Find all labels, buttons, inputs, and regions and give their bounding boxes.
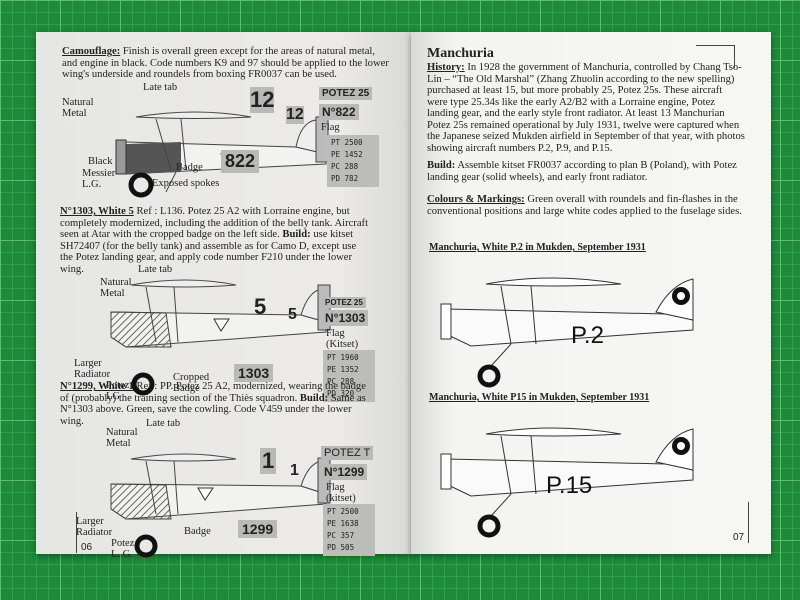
page-number: 07	[729, 502, 750, 543]
code-big: 1	[260, 448, 277, 474]
profile-caption: Manchuria, White P15 in Mukden, Septembe…	[429, 392, 650, 403]
label-black: Black	[88, 156, 113, 167]
build: Same as N°1303 above. Green, save the co…	[60, 392, 366, 427]
label-radiator: Larger Radiator	[76, 516, 113, 538]
left-page: Camouflage: Finish is overall green exce…	[36, 32, 411, 560]
wheel-icon	[134, 534, 158, 558]
plane-profile-p2	[440, 277, 694, 388]
history-text: History: In 1928 the government of Manch…	[427, 62, 745, 154]
label-late-tab: Late tab	[146, 418, 181, 429]
stat: PT 2500	[327, 507, 359, 516]
history-label: History:	[427, 62, 465, 73]
wheel-icon	[131, 372, 155, 396]
corner-mark	[696, 45, 735, 68]
stats-box: PT 2500 PE 1638 PC 357 PD 505	[323, 504, 375, 556]
n1303-text: N°1303, White 5 Ref : L136. Potez 25 A2 …	[60, 206, 370, 275]
build: Assemble kitset FR0037 according to plan…	[427, 160, 737, 183]
camouflage-text: Camouflage: Finish is overall green exce…	[62, 46, 392, 81]
heading: N°1299, White 1	[60, 381, 134, 392]
label-late-tab: Late tab	[143, 82, 178, 93]
stat: PD 782	[331, 174, 359, 183]
code-big: 5	[254, 294, 267, 319]
label-gear: Potez LG	[106, 380, 130, 402]
history: In 1928 the government of Manchuria, con…	[427, 62, 745, 154]
label-badge: Badge	[176, 162, 203, 173]
colours-text: Colours & Markings: Green overall with r…	[427, 194, 745, 217]
stat: PD 320	[327, 389, 355, 398]
colours-label: Colours & Markings:	[427, 194, 525, 205]
serial-code: N°1303	[322, 310, 369, 326]
label-spokes: Exposed spokes	[152, 178, 220, 189]
stats-box: PT 2500 PE 1452 PC 288 PD 782	[327, 135, 379, 187]
label-flag: Flag (Kitset)	[326, 328, 359, 350]
label-natural-metal: Natural Metal	[62, 97, 94, 119]
stat: PT 2500	[331, 138, 363, 147]
build-label: Build:	[427, 160, 456, 171]
label-gear: Potez L. G.	[111, 538, 135, 560]
code-small: 1	[290, 462, 299, 479]
page-title: Manchuria	[427, 46, 494, 61]
page-number: 06	[76, 512, 96, 553]
type-text: POTEZ 25	[319, 87, 373, 100]
stat: PD 505	[327, 543, 355, 552]
profile-caption: Manchuria, White P.2 in Mukden, Septembe…	[429, 242, 646, 253]
stat: PE 1638	[327, 519, 359, 528]
build-label: Build:	[282, 229, 311, 240]
serial-code: N°1299	[321, 464, 368, 480]
heading: Camouflage:	[62, 46, 121, 57]
stat: PE 1352	[327, 365, 359, 374]
wheel-icon	[128, 172, 154, 198]
n1299-text: N°1299, White 1 Ref : PP. Potez 25 A2, m…	[60, 381, 370, 427]
type-text: POTEZ 25	[322, 297, 366, 308]
fuselage-code: 822	[221, 150, 260, 173]
fuselage-code: 1299	[238, 520, 278, 538]
stats-box: PT 1960 PE 1352 PC 288 PD 320	[323, 350, 375, 402]
label-badge: Badge	[184, 526, 211, 537]
plane-profile-p15	[440, 427, 694, 538]
fuselage-code: P.15	[546, 472, 593, 499]
stat: PE 1452	[331, 150, 363, 159]
fuselage-code: P.2	[571, 322, 604, 349]
fuselage-code: 1303	[234, 364, 274, 382]
code-small: 12	[286, 106, 304, 124]
build-text: Build: Assemble kitset FR0037 according …	[427, 160, 745, 183]
label-badge: Cropped Badge	[173, 372, 210, 394]
build: use kitset SH72407 (for the belly tank) …	[60, 229, 357, 275]
type-text: POTEZ T	[321, 446, 374, 460]
label-flag: Flag (kitset)	[326, 482, 356, 504]
right-page: Manchuria History: In 1928 the governmen…	[411, 32, 771, 554]
code-big: 12	[250, 87, 275, 113]
stat: PC 357	[327, 531, 355, 540]
code-small: 5	[288, 306, 297, 323]
stat: PC 288	[327, 377, 355, 386]
build-label: Build:	[299, 392, 329, 404]
plane-profile-1299	[110, 453, 331, 520]
ref: Ref : PP. Potez 25 A2, modernized, weari…	[60, 381, 366, 404]
label-late-tab: Late tab	[138, 264, 173, 275]
stat: PC 288	[331, 162, 359, 171]
serial-code: N°822	[319, 104, 359, 120]
label-natural-metal: Natural Metal	[106, 427, 138, 449]
heading: N°1303, White 5	[60, 206, 134, 217]
body: Finish is overall green except for the a…	[62, 46, 389, 80]
stat: PT 1960	[327, 353, 359, 362]
ref: Ref : L136. Potez 25 A2 with Lorraine en…	[60, 206, 369, 240]
label-radiator: Larger Radiator	[74, 358, 111, 380]
label-natural-metal: Natural Metal	[100, 277, 132, 299]
label-messier: Messier L.G.	[82, 168, 116, 190]
label-flag: Flag	[321, 122, 340, 133]
colours: Green overall with roundels and fin-flas…	[427, 194, 742, 217]
